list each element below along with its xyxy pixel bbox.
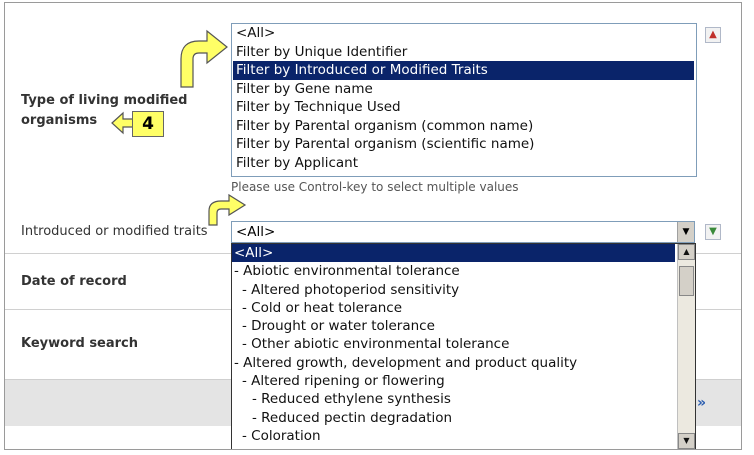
filter-option[interactable]: Filter by Parental organism (common name…	[236, 117, 534, 134]
traits-combo[interactable]: <All> ▼	[231, 221, 695, 243]
trait-option[interactable]: - Reduced pectin degradation	[252, 409, 453, 426]
filter-option[interactable]: Filter by Introduced or Modified Traits	[233, 61, 694, 80]
curved-arrow-icon	[180, 29, 228, 88]
trait-option[interactable]: - Drought or water tolerance	[242, 318, 435, 335]
step-number-badge: 4	[132, 111, 164, 137]
trait-option[interactable]: - Other abiotic environmental tolerance	[242, 336, 510, 353]
search-form: Type of living modified organisms <All> F…	[4, 2, 742, 450]
curved-arrow-icon	[208, 193, 247, 226]
keyword-label: Keyword search	[21, 336, 139, 351]
trait-option[interactable]: - Altered photoperiod sensitivity	[242, 281, 460, 298]
filter-option[interactable]: Filter by Applicant	[236, 154, 358, 171]
traits-dropdown-list[interactable]: <All>- Abiotic environmental tolerance- …	[231, 243, 696, 449]
scroll-thumb[interactable]	[679, 266, 694, 296]
scroll-down-icon[interactable]: ▼	[678, 433, 695, 449]
filter-option[interactable]: Filter by Parental organism (scientific …	[236, 136, 535, 152]
trait-option[interactable]: <All>	[232, 244, 675, 263]
dropdown-arrow-icon[interactable]: ▼	[677, 222, 694, 242]
trait-option[interactable]: - Altered growth, development and produc…	[234, 354, 578, 371]
trait-option[interactable]: - Altered ripening or flowering	[242, 373, 445, 390]
date-label: Date of record	[21, 274, 127, 289]
traits-combo-value: <All>	[236, 224, 276, 240]
filter-option[interactable]: Filter by Unique Identifier	[236, 43, 408, 60]
trait-option[interactable]: - Reduced ethylene synthesis	[252, 391, 451, 408]
trait-option[interactable]: - Abiotic environmental tolerance	[234, 263, 460, 280]
filter-option[interactable]: <All>	[236, 25, 276, 41]
trait-option[interactable]: - Coloration	[242, 427, 321, 444]
filter-option[interactable]: Filter by Gene name	[236, 80, 373, 97]
filter-option[interactable]: Filter by Technique Used	[236, 99, 401, 115]
type-label: Type of living modified organisms	[21, 93, 188, 128]
multi-select-hint: Please use Control-key to select multipl…	[231, 180, 519, 194]
dropdown-scrollbar[interactable]: ▲ ▼	[677, 244, 695, 449]
expand-down-icon[interactable]: ▼	[705, 224, 721, 240]
next-button[interactable]: »	[697, 395, 707, 411]
scroll-up-icon[interactable]: ▲	[678, 244, 695, 260]
trait-option[interactable]: - Cold or heat tolerance	[242, 299, 402, 316]
collapse-up-icon[interactable]: ▲	[705, 27, 721, 43]
traits-label: Introduced or modified traits	[21, 224, 208, 239]
